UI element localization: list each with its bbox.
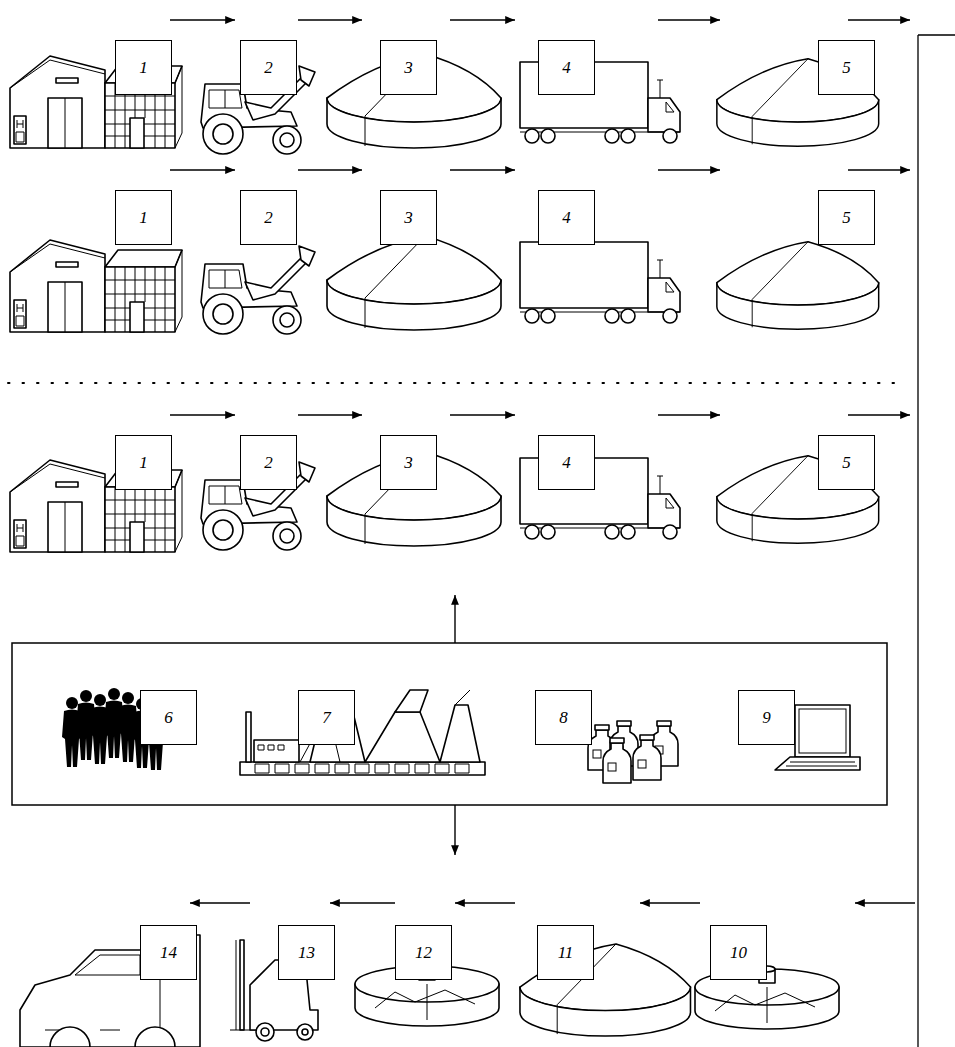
callout-number: 11	[558, 943, 574, 963]
flow-frame-line	[918, 35, 955, 1047]
callout-box: 5	[818, 40, 875, 95]
callout-box: 3	[380, 40, 437, 95]
callout-number: 4	[562, 208, 571, 228]
callout-box: 13	[278, 925, 335, 980]
callout-number: 10	[730, 943, 747, 963]
callout-box: 7	[298, 690, 355, 745]
callout-number: 2	[264, 58, 273, 78]
callout-number: 4	[562, 58, 571, 78]
callout-number: 1	[139, 208, 148, 228]
callout-box: 2	[240, 190, 297, 245]
callout-number: 14	[160, 943, 177, 963]
callout-box: 6	[140, 690, 197, 745]
callout-box: 4	[538, 435, 595, 490]
callout-box: 4	[538, 40, 595, 95]
callout-box: 4	[538, 190, 595, 245]
callout-box: 9	[738, 690, 795, 745]
callout-box: 3	[380, 435, 437, 490]
callout-number: 5	[842, 208, 851, 228]
callout-box: 1	[115, 190, 172, 245]
callout-box: 1	[115, 40, 172, 95]
callout-number: 7	[322, 708, 331, 728]
callout-number: 8	[559, 708, 568, 728]
callout-number: 3	[404, 208, 413, 228]
factory-icon	[240, 690, 485, 775]
callout-box: 12	[395, 925, 452, 980]
farm-row-icons	[10, 54, 879, 552]
callout-box: 14	[140, 925, 197, 980]
callout-box: 11	[537, 925, 594, 980]
callout-number: 2	[264, 453, 273, 473]
callout-number: 3	[404, 58, 413, 78]
callout-number: 6	[164, 708, 173, 728]
bottles-icon	[588, 721, 678, 783]
callout-number: 1	[139, 58, 148, 78]
callout-box: 5	[818, 190, 875, 245]
callout-box: 10	[710, 925, 767, 980]
callout-box: 2	[240, 40, 297, 95]
callout-number: 13	[298, 943, 315, 963]
callout-number: 12	[415, 943, 432, 963]
callout-number: 5	[842, 58, 851, 78]
callout-box: 1	[115, 435, 172, 490]
callout-number: 5	[842, 453, 851, 473]
callout-box: 8	[535, 690, 592, 745]
dotted-separator	[8, 382, 900, 384]
callout-box: 5	[818, 435, 875, 490]
callout-number: 1	[139, 453, 148, 473]
resource-frame	[12, 643, 887, 805]
callout-number: 3	[404, 453, 413, 473]
callout-number: 2	[264, 208, 273, 228]
callout-box: 2	[240, 435, 297, 490]
callout-number: 4	[562, 453, 571, 473]
callout-number: 9	[762, 708, 771, 728]
callout-box: 3	[380, 190, 437, 245]
